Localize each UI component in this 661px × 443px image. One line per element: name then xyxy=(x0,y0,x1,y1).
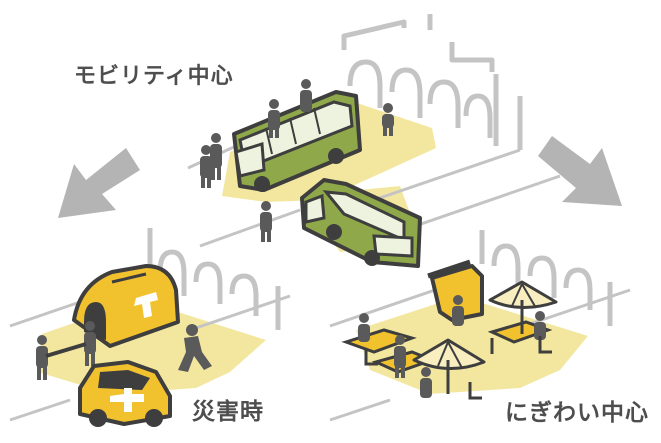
bus-icon xyxy=(300,178,422,268)
arrow-down-left-icon xyxy=(58,148,140,218)
lively-building-arches xyxy=(479,230,613,326)
bus-icon xyxy=(232,90,362,192)
person-icon xyxy=(382,103,394,136)
lively-ground xyxy=(356,296,588,394)
stretcher xyxy=(45,342,87,358)
emergency-vehicle-icon xyxy=(78,360,172,427)
person-icon xyxy=(534,311,546,340)
person-icon xyxy=(394,335,406,378)
emergency-tent-icon xyxy=(72,264,180,348)
disaster-scene xyxy=(9,228,291,427)
chairs xyxy=(364,336,552,400)
lively-scene xyxy=(329,230,631,422)
person-icon xyxy=(358,313,370,342)
lively-caption: にぎわい中心 xyxy=(505,400,649,426)
person-icon xyxy=(452,295,464,326)
disaster-building-arches xyxy=(147,228,281,330)
person-icon xyxy=(210,133,222,180)
food-stall xyxy=(427,259,484,322)
person-icon xyxy=(300,79,312,112)
person-icon xyxy=(84,321,96,366)
mobility-caption: モビリティ中心 xyxy=(74,64,234,89)
top-scene xyxy=(187,14,561,268)
person-icon xyxy=(200,145,212,188)
disaster-caption: 災害時 xyxy=(192,399,264,425)
person-icon xyxy=(268,99,280,138)
person-icon xyxy=(260,201,272,242)
person-icon xyxy=(36,335,48,380)
arrow-down-right-icon xyxy=(538,136,622,206)
parasol-icon xyxy=(488,280,558,334)
top-building-arches xyxy=(341,14,523,150)
parasol-icon xyxy=(412,338,486,394)
person-icon xyxy=(420,367,432,398)
person-icon xyxy=(178,324,212,372)
